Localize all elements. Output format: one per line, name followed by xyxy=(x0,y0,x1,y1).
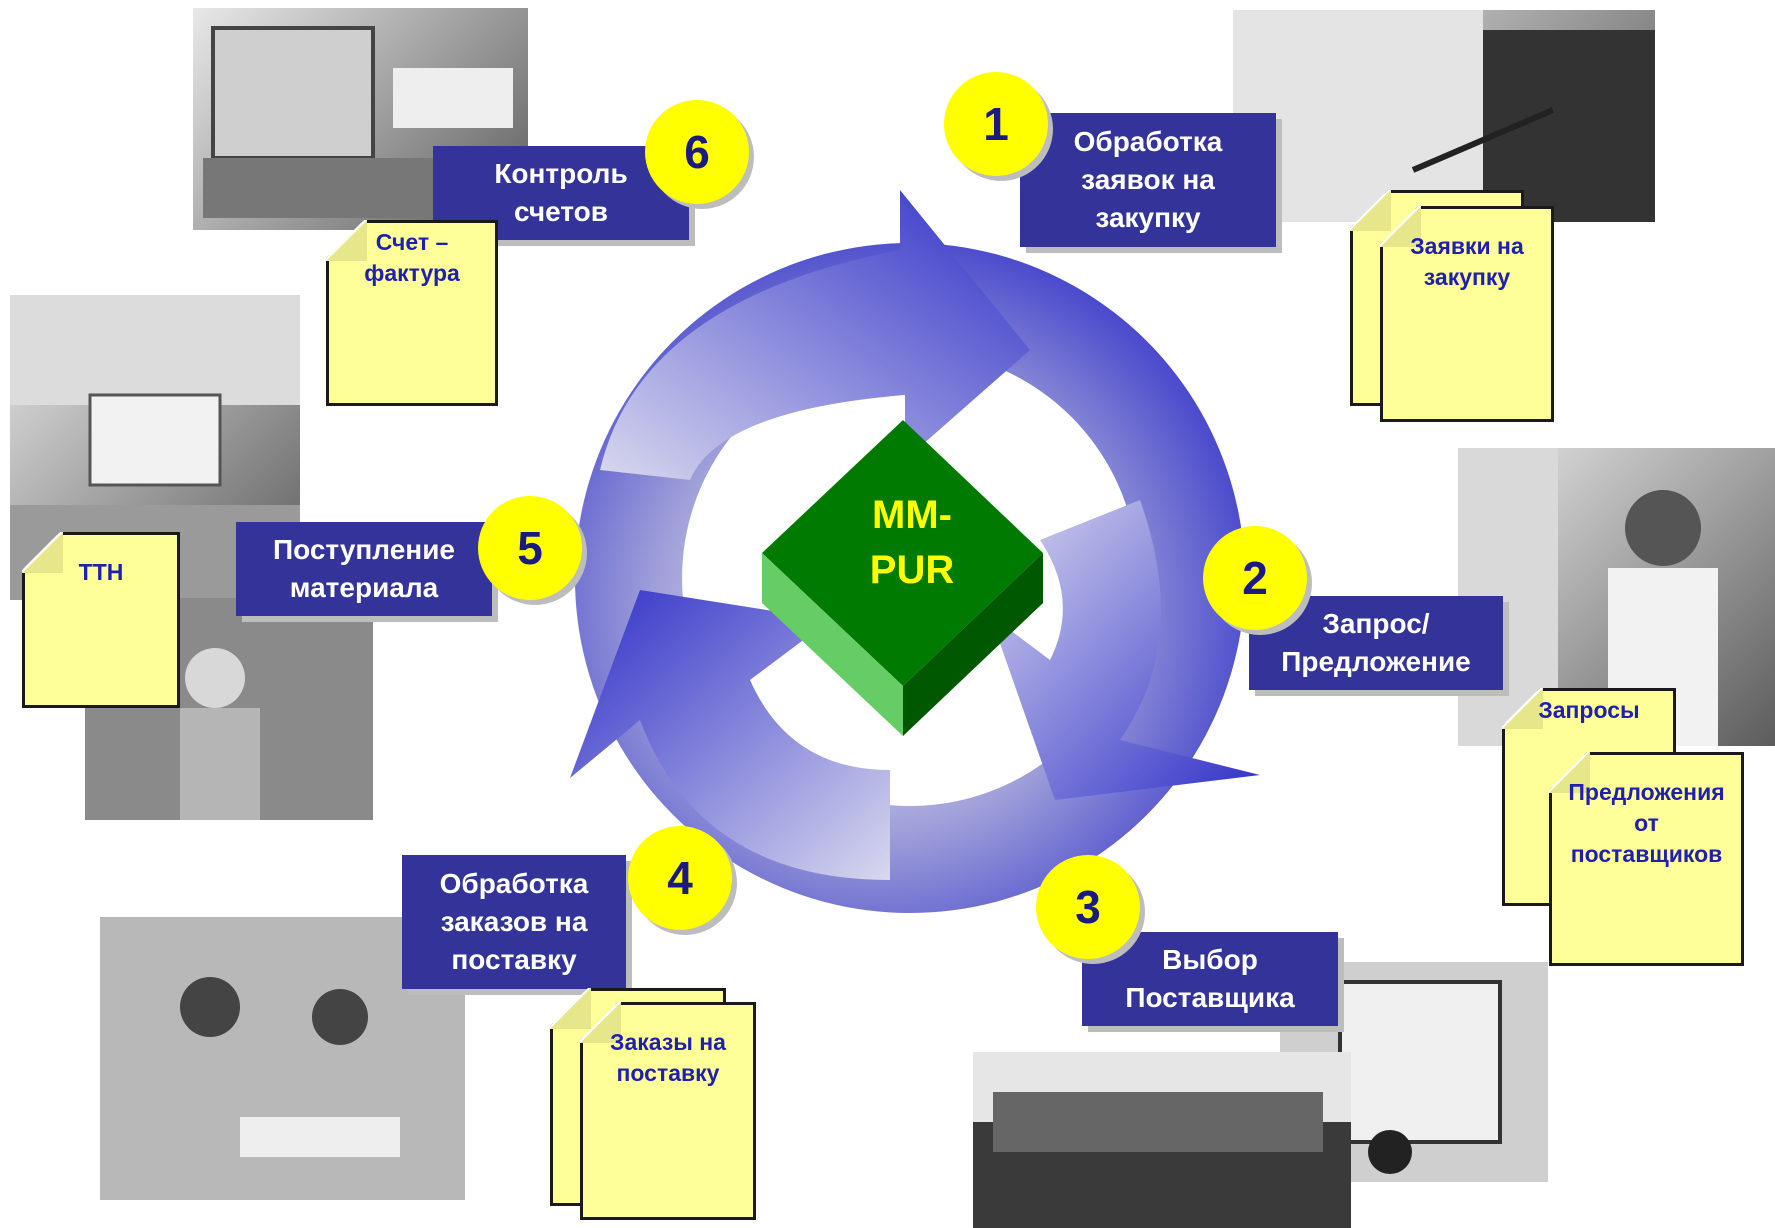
document-waybill: ТТН xyxy=(22,532,180,708)
cycle-arrow-top xyxy=(600,190,1030,480)
document-waybill-label: ТТН xyxy=(78,559,124,585)
step-3-box: Выбор Поставщика xyxy=(1082,932,1338,1026)
document-requisitions: Заявки на закупку xyxy=(1380,206,1554,422)
cycle-arrow-left xyxy=(570,590,890,880)
document-orders-label: Заказы на поставку xyxy=(610,1029,726,1086)
core-label: MM- PUR xyxy=(869,493,955,592)
document-invoice-label: Счет – фактура xyxy=(364,229,460,286)
document-quotations-label: Предложения от поставщиков xyxy=(1568,779,1725,867)
photo-train xyxy=(973,1052,1351,1228)
step-6-box: Контроль счетов xyxy=(433,146,689,240)
step-1-box: Обработка заявок на закупку xyxy=(1020,113,1276,247)
step-4-number-badge: 4 xyxy=(628,826,732,930)
core-block xyxy=(762,420,1043,736)
photo-warehouse-worker xyxy=(85,598,373,820)
cycle-arrow-right xyxy=(990,500,1260,800)
step-5-box: Поступление материала xyxy=(236,522,492,616)
step-5-number-badge: 5 xyxy=(478,496,582,600)
document-invoice: Счет – фактура xyxy=(326,220,498,406)
step-4-box: Обработка заказов на поставку xyxy=(402,855,626,989)
step-3-number-badge: 3 xyxy=(1036,855,1140,959)
step-6-number-badge: 6 xyxy=(645,100,749,204)
step-1-number-badge: 1 xyxy=(944,72,1048,176)
photo-document-signing xyxy=(1233,10,1655,222)
document-requisitions-label: Заявки на закупку xyxy=(1410,233,1524,290)
step-2-number-badge: 2 xyxy=(1203,526,1307,630)
document-orders: Заказы на поставку xyxy=(580,1002,756,1220)
photo-laptop xyxy=(193,8,528,230)
document-rfq-label: Запросы xyxy=(1538,697,1640,723)
document-quotations: Предложения от поставщиков xyxy=(1549,752,1744,966)
